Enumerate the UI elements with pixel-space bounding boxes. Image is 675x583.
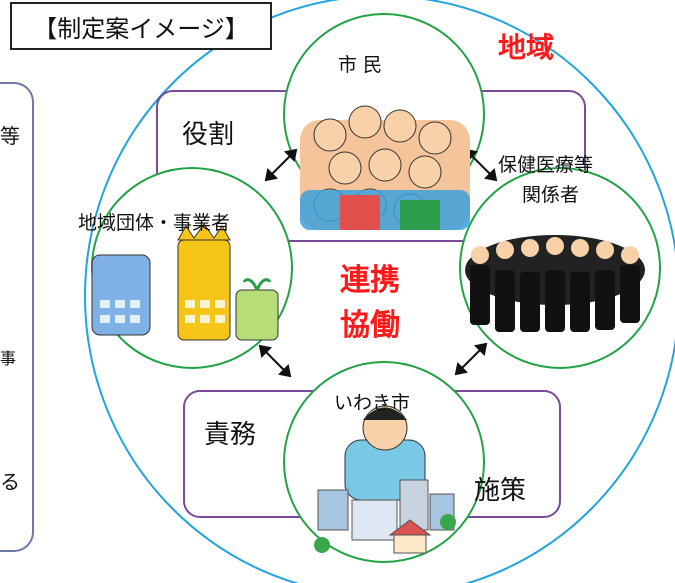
double-arrow-icon: [264, 148, 298, 182]
double-arrow-icon: [454, 342, 488, 376]
side-panel: [0, 82, 34, 552]
center-label-collaboration: 連携: [340, 263, 400, 298]
buildings-icon: [91, 223, 279, 341]
duty-label: 責務: [204, 420, 257, 450]
huddle-icon: [465, 235, 645, 332]
page-title: 【制定案イメージ】: [10, 2, 272, 50]
policy-label: 施策: [474, 476, 527, 506]
side-fragment: る: [0, 470, 20, 494]
health-label-line2: 関係者: [522, 184, 580, 206]
center-label-cooperation: 協働: [340, 308, 400, 343]
organizations-label: 地域団体・事業者: [78, 212, 231, 234]
city-label: いわき市: [334, 392, 411, 414]
region-label: 地域: [498, 31, 555, 64]
side-fragment: 事: [0, 349, 17, 368]
double-arrow-icon: [258, 344, 292, 378]
citizens-crowd-icon: [300, 105, 470, 230]
side-fragment: 等: [0, 124, 20, 148]
citizens-label: 市 民: [338, 54, 383, 76]
region-circle: [84, 0, 675, 583]
town-buildings-icon: [314, 479, 456, 554]
health-label-line1: 保健医療等: [498, 154, 594, 176]
role-label: 役割: [182, 120, 235, 150]
